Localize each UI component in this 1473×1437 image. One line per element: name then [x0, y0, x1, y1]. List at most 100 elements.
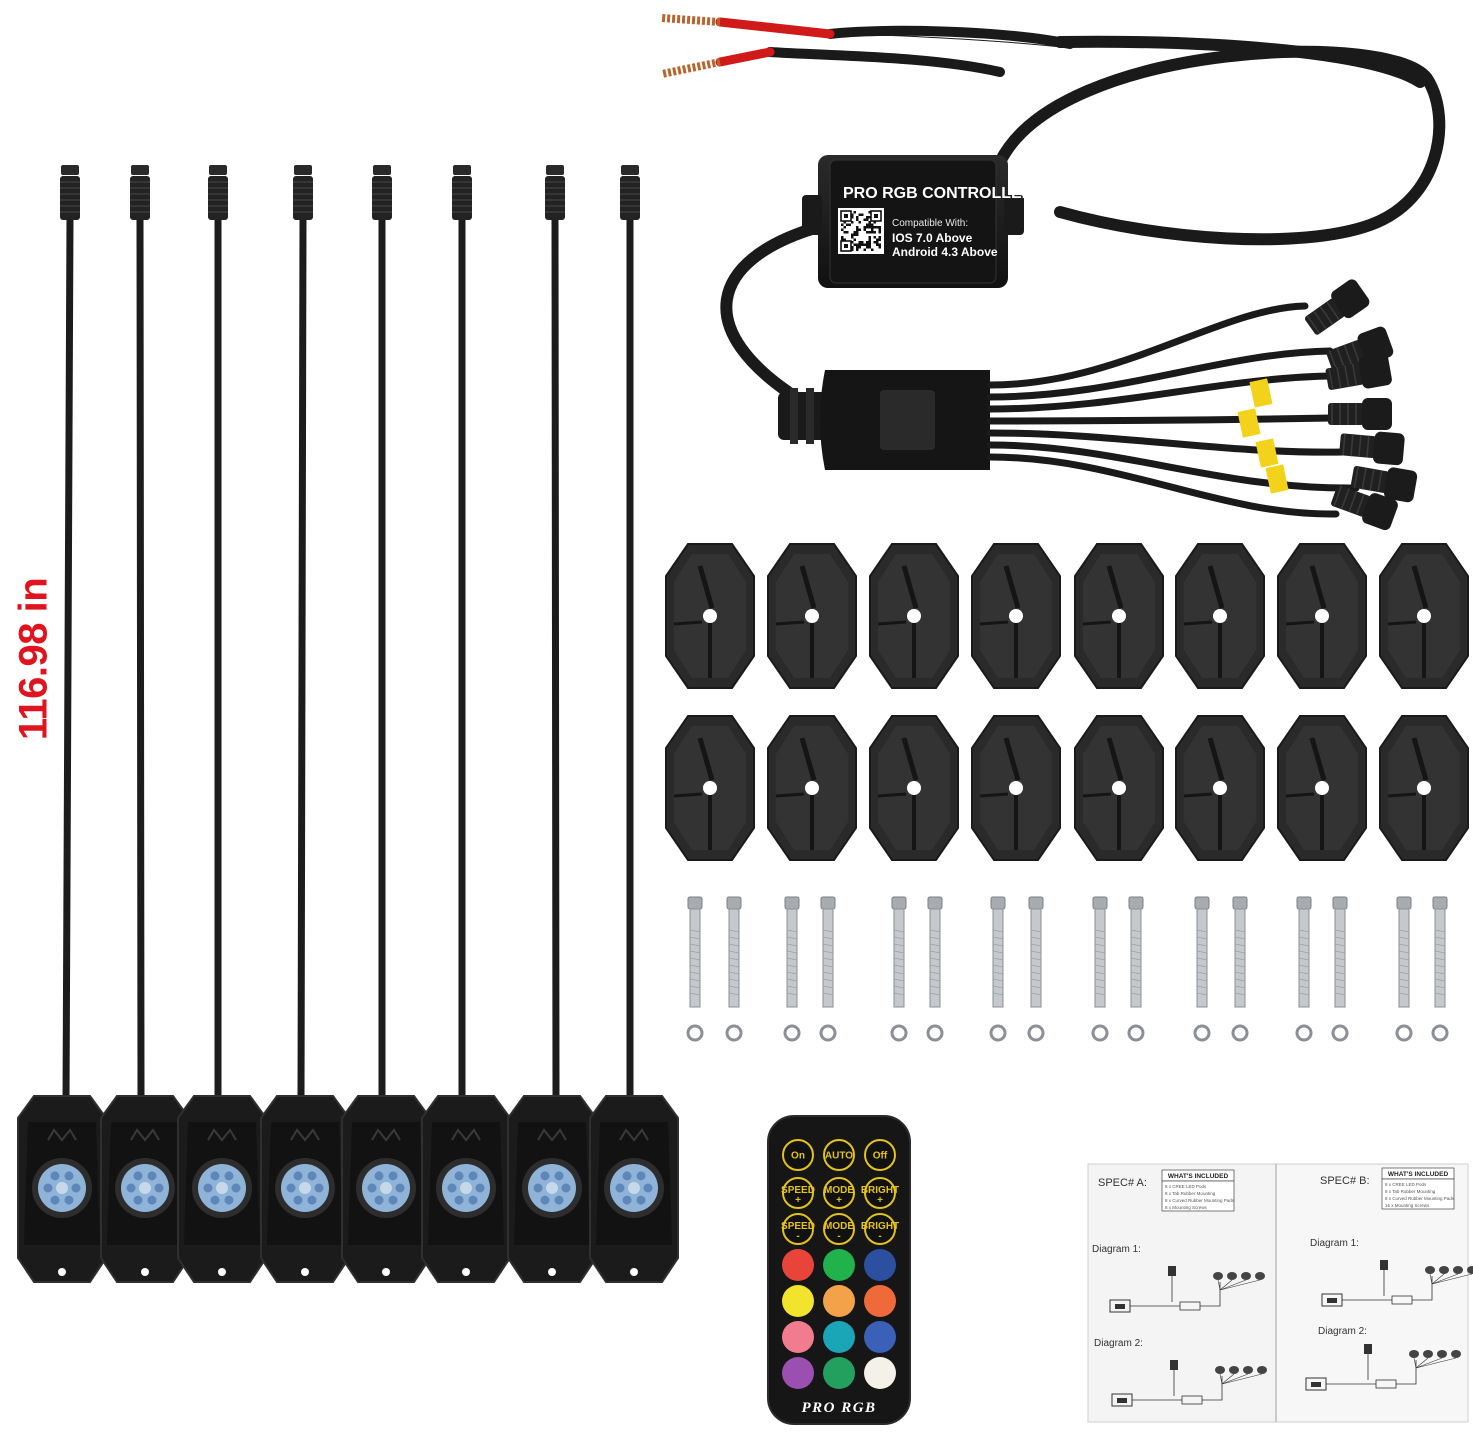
bolts-group [686, 896, 1449, 1042]
washer [1091, 1024, 1109, 1042]
remote-color-button[interactable] [864, 1249, 896, 1281]
pod-connector [130, 176, 150, 220]
remote-button-bright[interactable]: BRIGHT+ [861, 1177, 899, 1209]
manual-left-spec: SPEC# A: [1098, 1177, 1147, 1189]
remote-color-button[interactable] [823, 1357, 855, 1389]
remote-button-mode[interactable]: MODE+ [823, 1177, 855, 1209]
led-pod [421, 165, 511, 1283]
remote-button-auto[interactable]: AUTO [823, 1139, 855, 1171]
remote-button-bright[interactable]: BRIGHT- [861, 1213, 899, 1245]
remote-button-label: MODE [824, 1221, 854, 1232]
mounting-bolt [1296, 896, 1312, 1008]
pod-connector [620, 176, 640, 220]
mounting-bolt [927, 896, 943, 1008]
controller-group: PRO RGB CONTROLLER Compatible With: IOS … [661, 14, 1446, 531]
remote-color-button[interactable] [823, 1249, 855, 1281]
rubber-mount [1074, 543, 1164, 689]
manual-right-spec: SPEC# B: [1320, 1175, 1370, 1187]
controller-box: PRO RGB CONTROLLER Compatible With: IOS … [802, 155, 1034, 288]
washer [1295, 1024, 1313, 1042]
mounting-bolt [1432, 896, 1448, 1008]
controller-title: PRO RGB CONTROLLER [843, 185, 1034, 202]
remote-color-button[interactable] [864, 1357, 896, 1389]
harness-connector [1339, 431, 1405, 466]
washer [686, 1024, 704, 1042]
rubber-mount [1175, 543, 1265, 689]
led-pod [507, 165, 597, 1283]
remote-color-button[interactable] [782, 1249, 814, 1281]
remote-color-button[interactable] [823, 1321, 855, 1353]
led-pod [589, 165, 679, 1283]
rubber-mount [1277, 715, 1367, 861]
remote-button-on[interactable]: On [782, 1139, 814, 1171]
hub-cable [720, 222, 821, 406]
mounting-bolt [1194, 896, 1210, 1008]
remote-color-button[interactable] [782, 1321, 814, 1353]
rubber-mount [1175, 715, 1265, 861]
mounting-bolt [687, 896, 703, 1008]
remote-button-sign: + [795, 1195, 801, 1206]
rubber-mount [869, 715, 959, 861]
tape-label [1265, 464, 1289, 494]
mounting-bolt [1232, 896, 1248, 1008]
manual-left-item-1: 8 x CREE LED Pods [1165, 1184, 1207, 1189]
remote-button-mode[interactable]: MODE- [823, 1213, 855, 1245]
remote-button-label: BRIGHT [861, 1185, 899, 1196]
led-pod [100, 165, 190, 1283]
manual-left-diagram1: Diagram 1: [1092, 1244, 1141, 1255]
remote-button-speed[interactable]: SPEED- [781, 1213, 815, 1245]
remote-button-label: SPEED [781, 1221, 815, 1232]
harness-connector [1325, 353, 1392, 390]
washer [1127, 1024, 1145, 1042]
led-pod [17, 165, 107, 1283]
remote-button-label: On [791, 1151, 805, 1162]
remote-button-sign: + [877, 1195, 883, 1206]
washer [1431, 1024, 1449, 1042]
harness-connector [1350, 465, 1418, 503]
washer [1027, 1024, 1045, 1042]
rubber-mount [869, 543, 959, 689]
wiring-diagram [1109, 1266, 1265, 1313]
remote-button-label: AUTO [825, 1151, 853, 1162]
washer [819, 1024, 837, 1042]
manual-right-diagram1: Diagram 1: [1310, 1238, 1359, 1249]
remote-color-button[interactable] [864, 1285, 896, 1317]
remote-color-button[interactable] [782, 1357, 814, 1389]
tape-label [1255, 438, 1279, 468]
manual-left-item-2: 8 x Tab Rubber Mounting [1165, 1191, 1216, 1196]
remote-color-button[interactable] [864, 1321, 896, 1353]
rubber-mount [971, 543, 1061, 689]
rubber-mount [971, 715, 1061, 861]
harness-connector [1328, 398, 1392, 430]
pod-connector [293, 176, 313, 220]
remote-button-speed[interactable]: SPEED+ [781, 1177, 815, 1209]
remote-color-button[interactable] [823, 1285, 855, 1317]
remote-button-label: SPEED [781, 1185, 815, 1196]
mounting-bolt [820, 896, 836, 1008]
manual-left-included-title: WHAT'S INCLUDED [1168, 1173, 1229, 1180]
mounting-bolt [784, 896, 800, 1008]
remote-button-off[interactable]: Off [864, 1139, 896, 1171]
remote-button-label: Off [873, 1151, 888, 1162]
rubber-mount [1277, 543, 1367, 689]
mounting-bolt [1396, 896, 1412, 1008]
led-pod [260, 165, 350, 1283]
harness-connector [1326, 326, 1394, 372]
led-pod [177, 165, 267, 1283]
manual-right-included-title: WHAT'S INCLUDED [1388, 1171, 1449, 1178]
washer [989, 1024, 1007, 1042]
washer [1193, 1024, 1211, 1042]
manual-right-diagram2: Diagram 2: [1318, 1326, 1367, 1337]
manual-left-diagram2: Diagram 2: [1094, 1338, 1143, 1349]
remote-button-label: BRIGHT [861, 1221, 899, 1232]
manual-right-item-1: 8 x CREE LED Pods [1385, 1182, 1427, 1187]
rubber-mount [767, 715, 857, 861]
mounting-bolt [726, 896, 742, 1008]
rubber-mount [1379, 715, 1469, 861]
remote-color-button[interactable] [782, 1285, 814, 1317]
pod-connector [372, 176, 392, 220]
mounting-bolt [1092, 896, 1108, 1008]
rubber-mount [1074, 715, 1164, 861]
pod-connector [545, 176, 565, 220]
